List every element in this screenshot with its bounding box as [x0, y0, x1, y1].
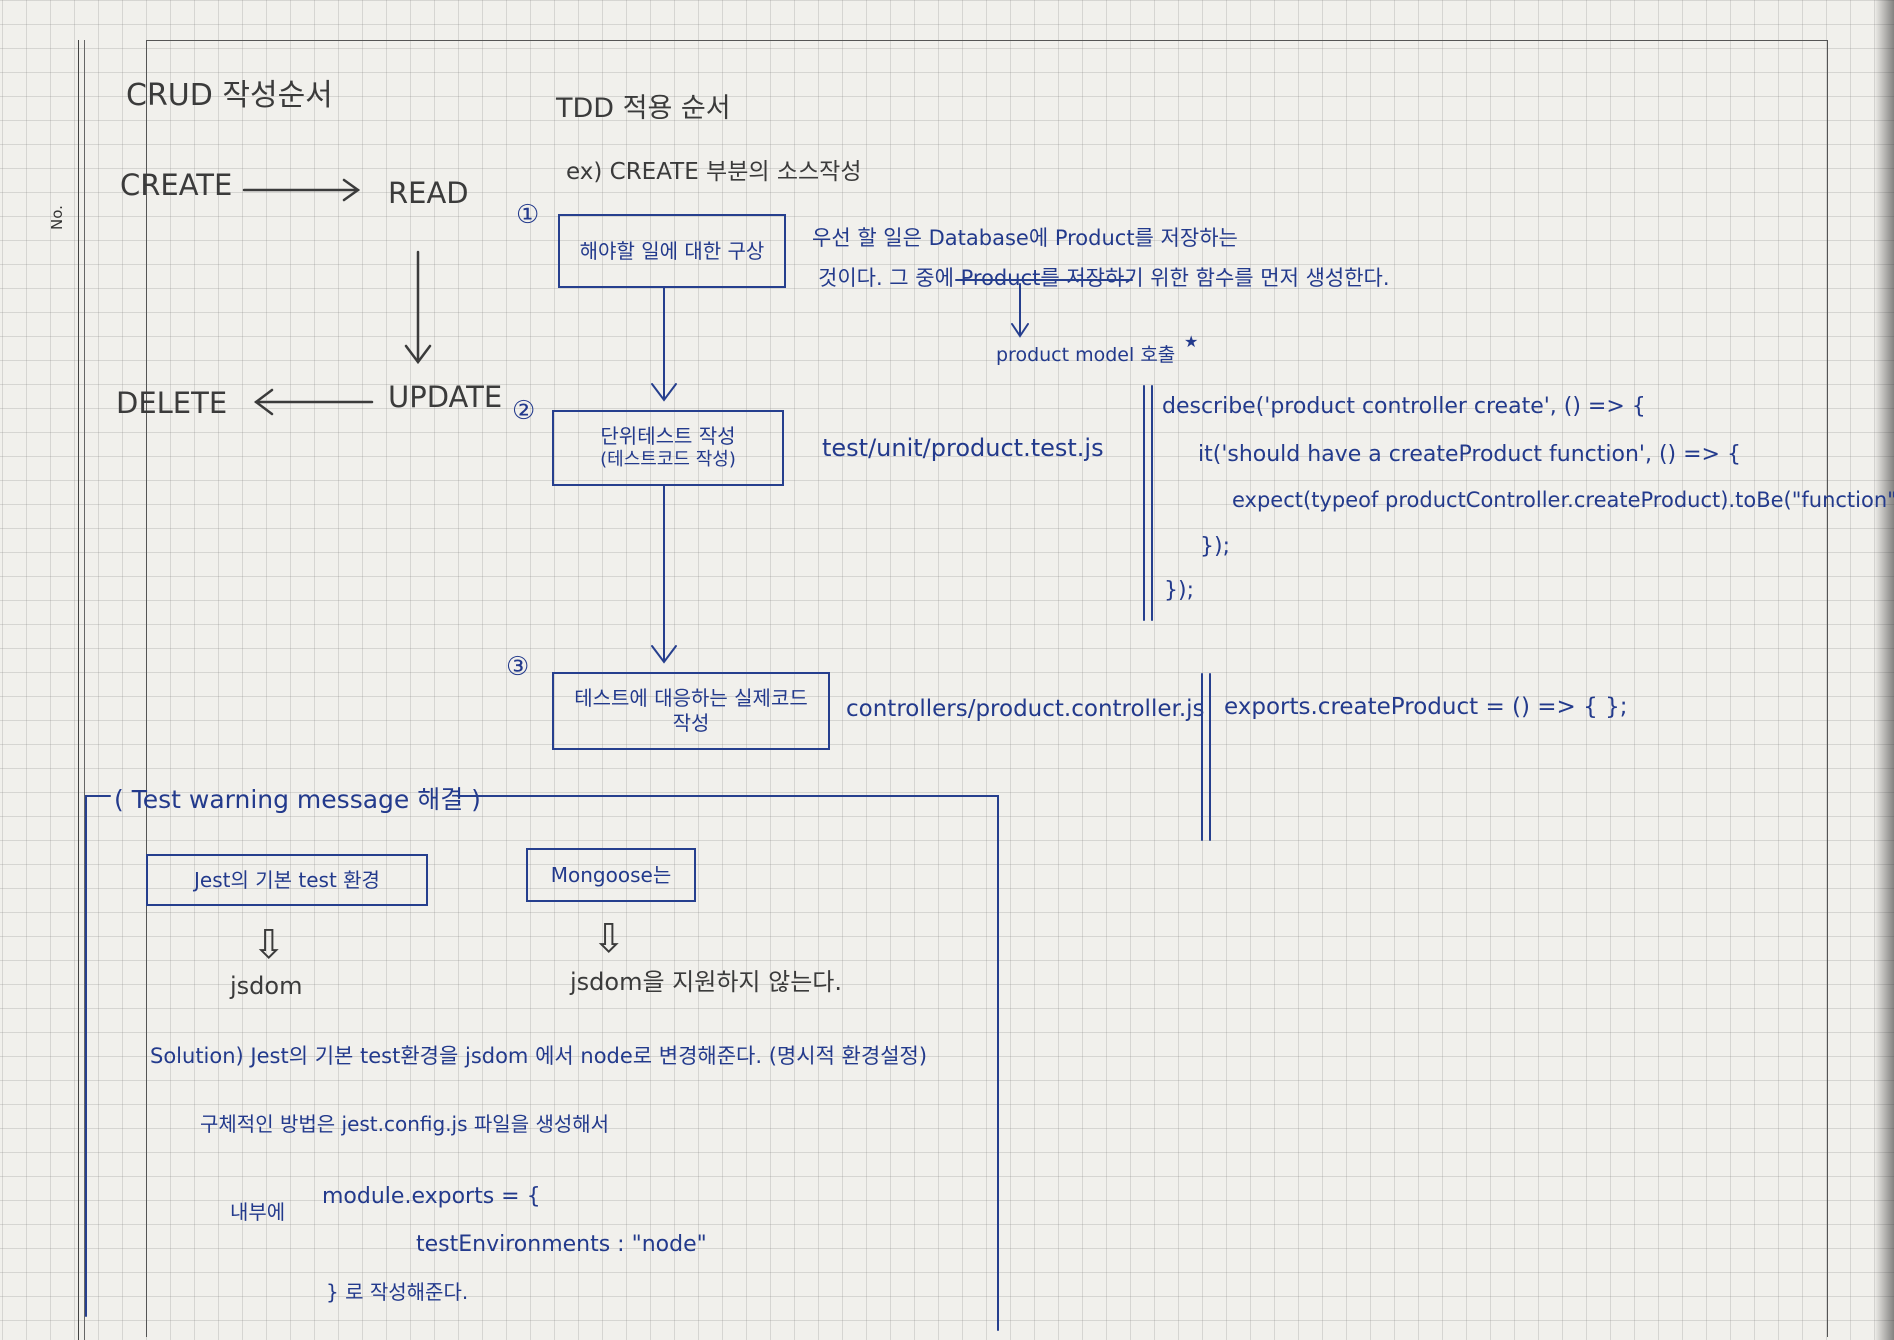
down-arrow-icon: ⇩: [592, 916, 626, 962]
warning-left-bracket: [85, 795, 111, 1317]
step-1-number: ①: [516, 200, 540, 230]
arrow-head: [342, 178, 361, 202]
config-code-line-2: testEnvironments : "node": [416, 1232, 707, 1257]
step-3-label-line1: 테스트에 대응하는 실제코드: [574, 686, 808, 710]
jest-env-label: Jest의 기본 test 환경: [194, 867, 380, 892]
margin-line: [84, 40, 85, 1340]
not-supported-label: jsdom을 지원하지 않는다.: [570, 968, 842, 996]
arrow-head: [651, 645, 677, 664]
tdd-title: TDD 적용 순서: [556, 93, 731, 124]
arrow-head: [1011, 323, 1029, 338]
mongoose-box: Mongoose는: [526, 848, 696, 902]
crud-delete: DELETE: [116, 386, 228, 420]
page-frame: [146, 40, 1828, 1337]
method-text: 구체적인 방법은 jest.config.js 파일을 생성해서: [200, 1112, 610, 1136]
config-code-line-3: } 로 작성해준다.: [326, 1280, 469, 1304]
step-3-label-line2: 작성: [672, 711, 710, 735]
step-2-label-line1: 단위테스트 작성: [600, 424, 736, 449]
step-3-box: 테스트에 대응하는 실제코드 작성: [552, 672, 830, 750]
step-1-label: 해야할 일에 대한 구상: [579, 238, 765, 263]
arrow-head: [404, 344, 432, 365]
step-2-number: ②: [512, 396, 536, 426]
paper-edge-shadow: [1874, 0, 1894, 1340]
arrow-head: [651, 383, 677, 402]
arrow-head: [253, 388, 274, 416]
tdd-example: ex) CREATE 부분의 소스작성: [566, 159, 862, 185]
warning-bracket: [457, 795, 999, 1331]
jsdom-label: jsdom: [230, 972, 303, 1000]
step-2-label-line2: (테스트코드 작성): [600, 449, 736, 471]
mongoose-label: Mongoose는: [550, 862, 672, 887]
test-code-line-1: describe('product controller create', ()…: [1162, 394, 1646, 419]
star-icon: ★: [1184, 332, 1199, 351]
warning-title: ( Test warning message 해결 ): [114, 785, 481, 814]
crud-read: READ: [388, 176, 469, 210]
test-code-line-3: expect(typeof productController.createPr…: [1232, 488, 1894, 512]
controller-code: exports.createProduct = () => { };: [1224, 694, 1628, 720]
step-1-note-line1: 우선 할 일은 Database에 Product를 저장하는: [812, 226, 1238, 250]
step-1-note-line2: 것이다. 그 중에 Product를 저장하기 위한 함수를 먼저 생성한다.: [818, 266, 1390, 290]
product-model-note: product model 호출: [996, 344, 1176, 366]
margin-line: [78, 40, 79, 1340]
jest-env-box: Jest의 기본 test 환경: [146, 854, 428, 906]
controller-file-path: controllers/product.controller.js: [846, 696, 1205, 722]
inside-label: 내부에: [230, 1200, 286, 1224]
config-code-line-1: module.exports = {: [322, 1184, 541, 1209]
step-2-box: 단위테스트 작성 (테스트코드 작성): [552, 410, 784, 486]
test-file-path: test/unit/product.test.js: [822, 434, 1104, 462]
crud-create: CREATE: [120, 168, 233, 202]
crud-title: CRUD 작성순서: [126, 78, 333, 113]
test-code-line-2: it('should have a createProduct function…: [1198, 442, 1741, 467]
step-1-box: 해야할 일에 대한 구상: [558, 214, 786, 288]
crud-update: UPDATE: [388, 380, 503, 414]
step-3-number: ③: [506, 652, 530, 682]
down-arrow-icon: ⇩: [252, 922, 286, 968]
test-code-line-4: });: [1200, 534, 1230, 559]
test-code-line-5: });: [1164, 578, 1194, 603]
solution-text: Solution) Jest의 기본 test환경을 jsdom 에서 node…: [150, 1044, 928, 1068]
